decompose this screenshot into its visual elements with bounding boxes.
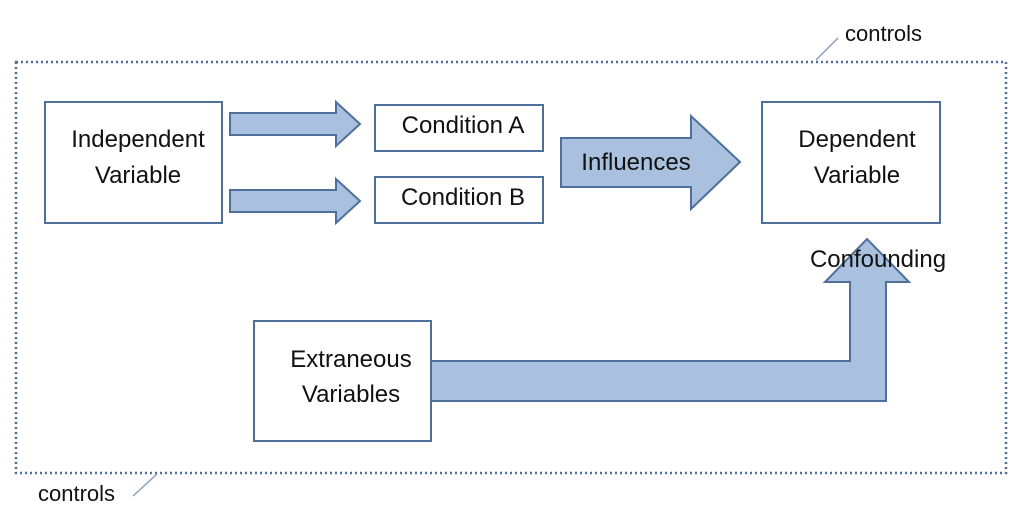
confounding-label: Confounding [810,246,946,273]
influences-arrow [560,113,742,212]
condition-b-box [374,176,544,224]
extraneous-variables-label-line2: Variables [302,381,400,408]
dependent-variable-box [761,101,941,224]
independent-variable-box [44,101,223,224]
controls-top-leader [815,37,839,61]
influences-label: Influences [581,149,690,176]
condition-b-label: Condition B [401,184,525,211]
extraneous-variables-box [253,320,432,442]
arrow-to-condition-b [229,176,362,226]
controls-top-label: controls [845,21,922,46]
controls-boundary [14,60,1008,475]
dependent-variable-label-line2: Variable [814,162,900,189]
extraneous-variables-label-line1: Extraneous [290,346,411,373]
condition-a-label: Condition A [402,112,525,139]
independent-variable-label-line1: Independent [71,126,205,153]
controls-bottom-label: controls [38,481,115,506]
confounding-arrow [430,237,912,402]
dependent-variable-label-line1: Dependent [798,126,916,153]
arrow-to-condition-a [229,99,362,149]
condition-a-box [374,104,544,152]
controls-bottom-leader [132,473,158,497]
independent-variable-label-line2: Variable [95,162,181,189]
